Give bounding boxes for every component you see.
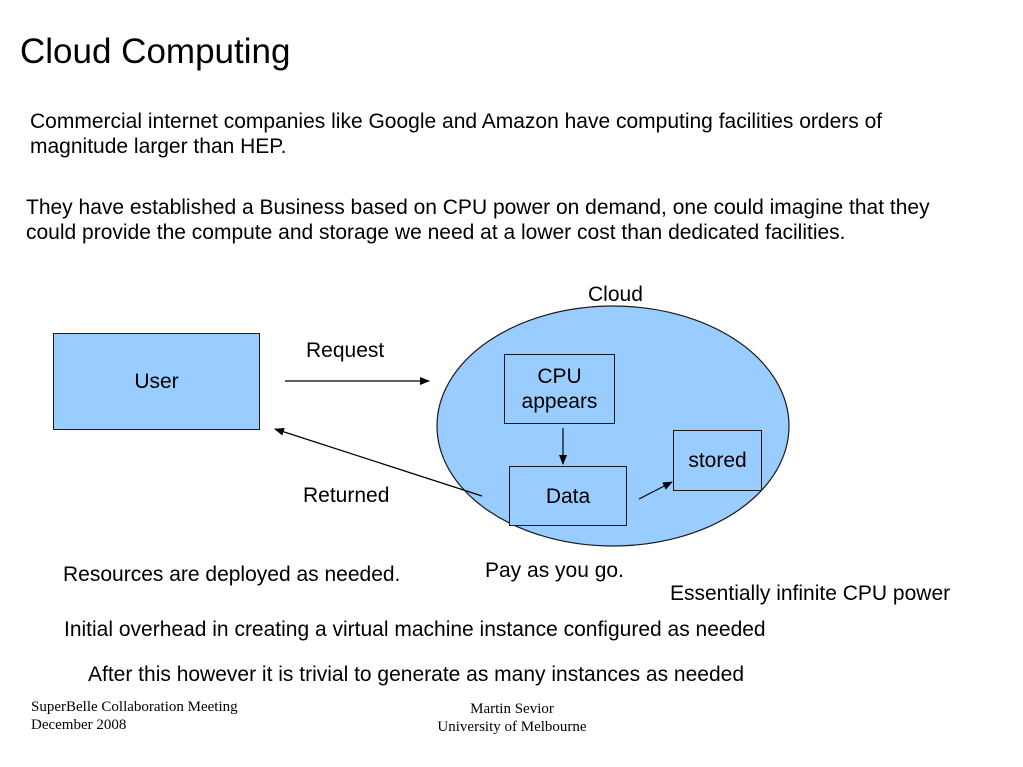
footer-meeting-name: SuperBelle Collaboration Meeting [31, 699, 238, 715]
footer-author-affiliation: University of Melbourne [437, 719, 587, 735]
pay-note: Pay as you go. [485, 559, 624, 582]
after-note: After this however it is trivial to gene… [88, 663, 745, 686]
slide-title: Cloud Computing [20, 32, 291, 71]
returned-arrow [274, 427, 483, 497]
stored-box: stored [673, 430, 762, 491]
returned-label: Returned [303, 484, 390, 507]
footer-author-name: Martin Sevior [470, 701, 554, 717]
stored-label: stored [688, 449, 747, 472]
infinite-cpu-note: Essentially infinite CPU power [670, 582, 951, 605]
data-label: Data [545, 484, 591, 508]
footer-author: Martin Sevior University of Melbourne [412, 700, 612, 736]
cpu-label: CPU appears [521, 365, 598, 413]
cpu-box: CPU appears [504, 354, 615, 424]
resources-note: Resources are deployed as needed. [63, 563, 401, 586]
footer-meeting: SuperBelle Collaboration Meeting Decembe… [31, 698, 238, 734]
business-paragraph: They have established a Business based o… [26, 196, 930, 244]
intro-paragraph: Commercial internet companies like Googl… [30, 110, 883, 158]
footer-meeting-date: December 2008 [31, 717, 127, 733]
overhead-note: Initial overhead in creating a virtual m… [64, 618, 766, 641]
data-box: Data [509, 466, 627, 526]
user-label: User [134, 370, 179, 393]
data-to-stored-arrow [638, 481, 673, 500]
request-label: Request [306, 339, 385, 362]
cloud-label: Cloud [588, 283, 643, 306]
user-box: User [53, 333, 260, 430]
